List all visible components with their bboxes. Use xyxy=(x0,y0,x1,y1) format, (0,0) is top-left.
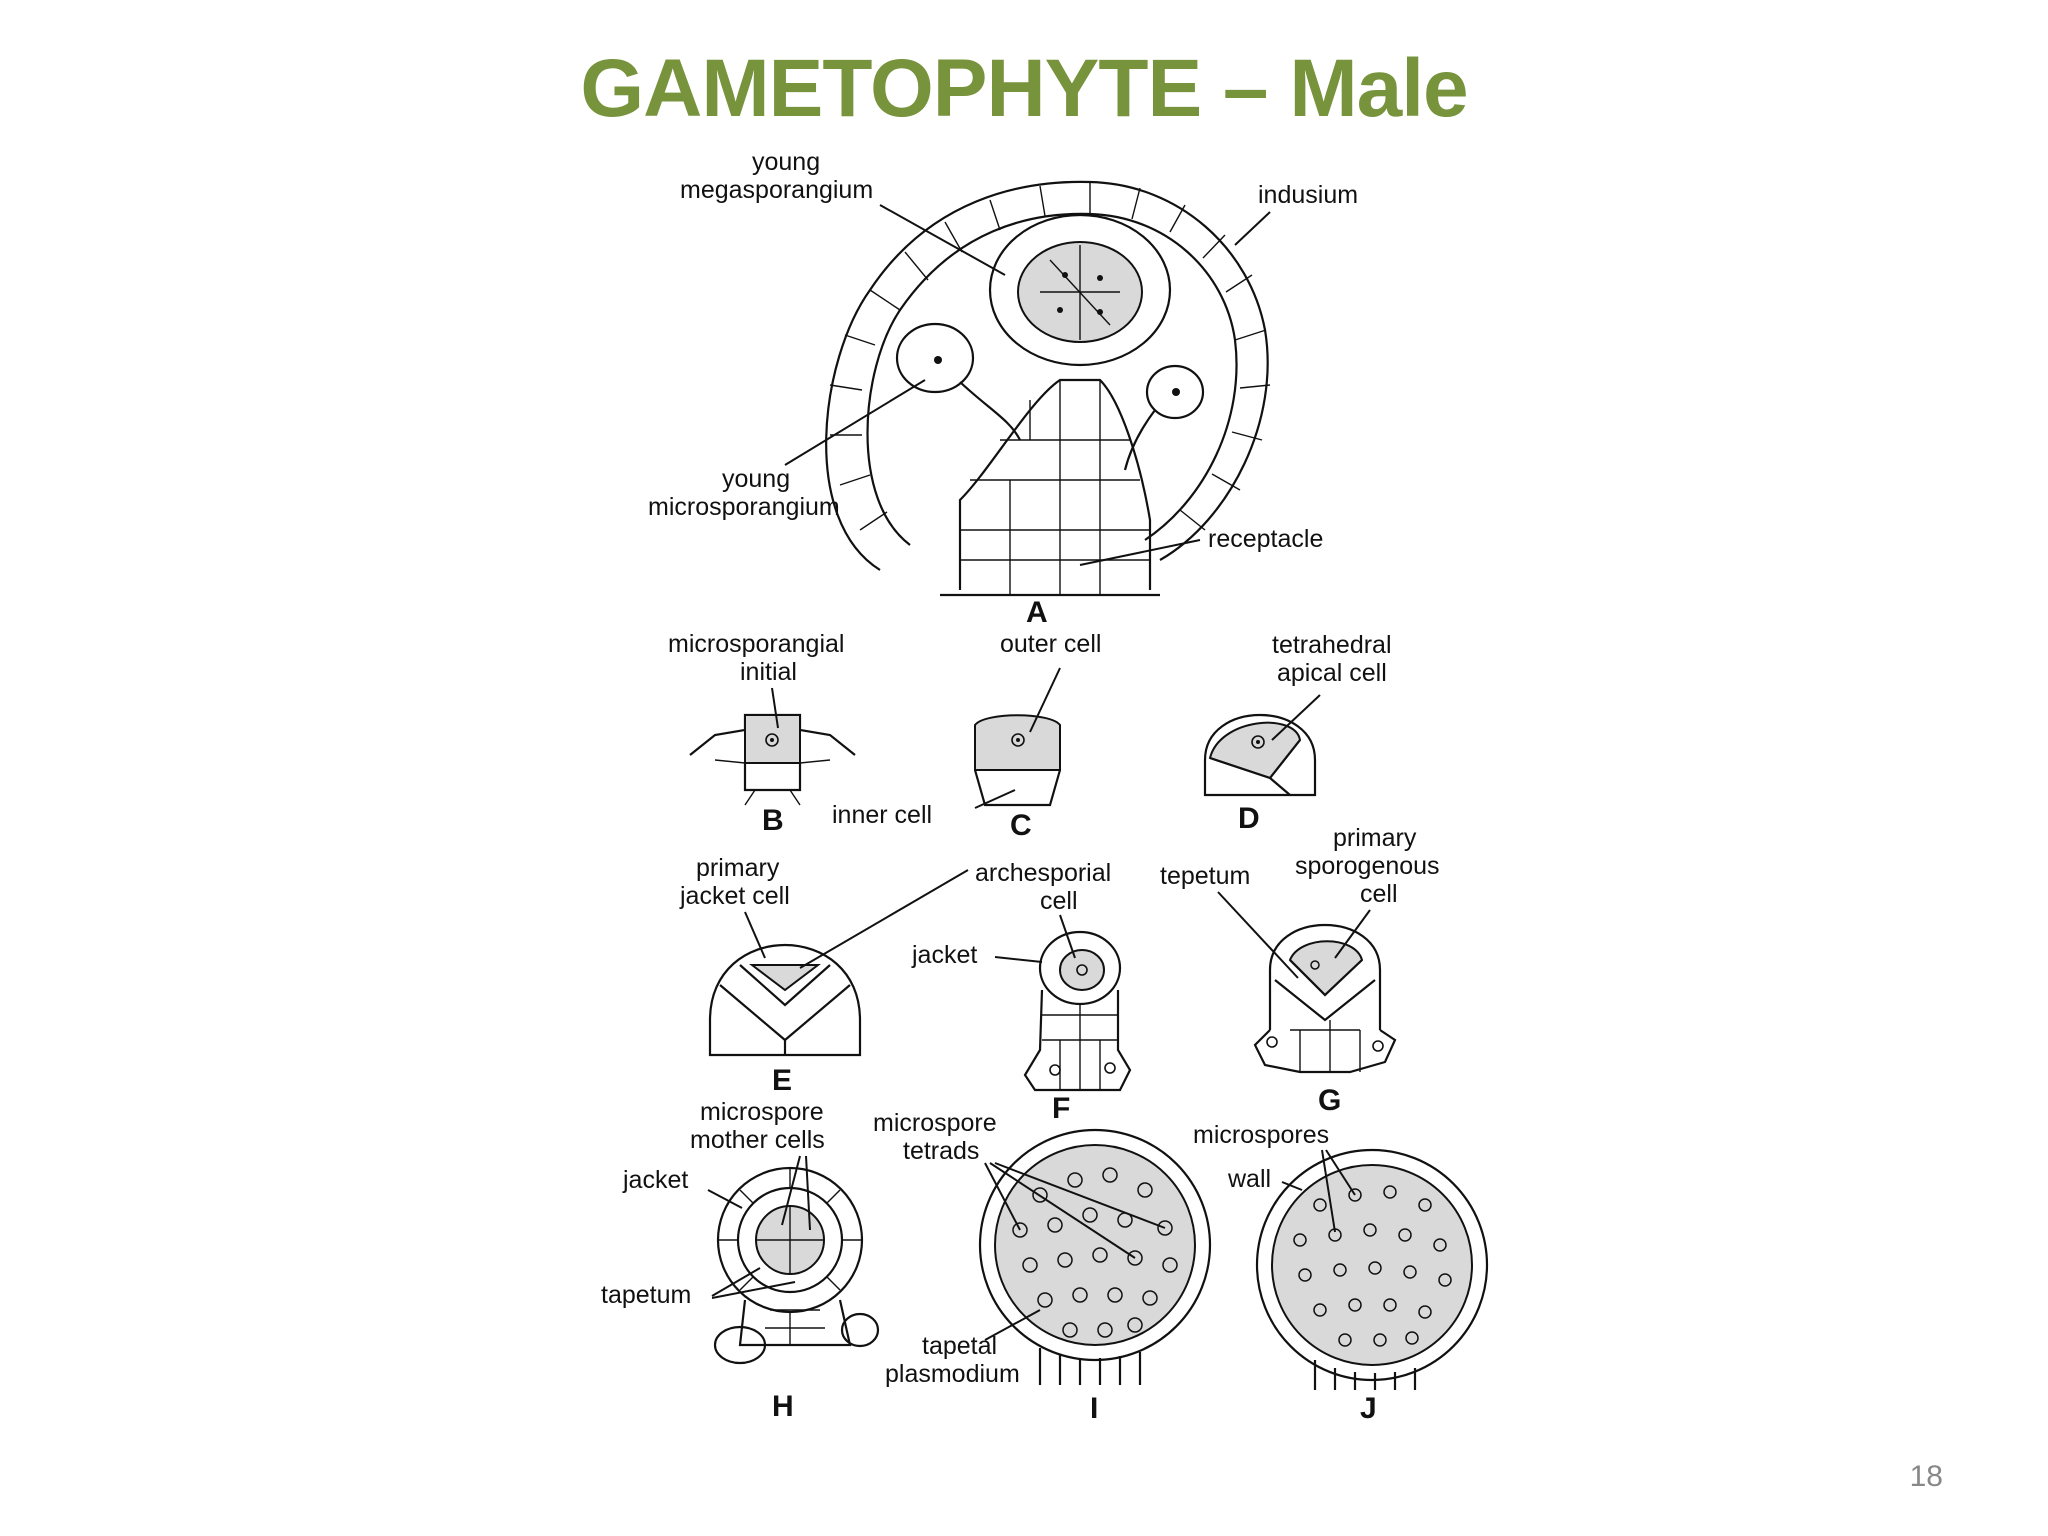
figure-letter-d: D xyxy=(1238,802,1260,835)
label-young-megasporangium-line2: megasporangium xyxy=(680,176,873,204)
leader-microsporangial-initial xyxy=(771,687,779,729)
label-jacket-h: jacket xyxy=(622,1166,688,1194)
figure-letter-j: J xyxy=(1360,1392,1377,1425)
label-tapetum: tapetum xyxy=(601,1281,691,1309)
leader-primary-sporogenous-cell xyxy=(1334,909,1371,959)
label-microspore-mother-cells-line2: mother cells xyxy=(690,1126,825,1154)
label-microspores: microspores xyxy=(1193,1121,1329,1149)
leader-archesporial-cell-f xyxy=(1059,914,1076,959)
label-microspore-mother-cells-line1: microspore xyxy=(700,1098,824,1126)
leader-primary-jacket-cell xyxy=(744,911,766,959)
label-microsporangial-initial-line1: microsporangial xyxy=(668,630,844,658)
leader-tetrads-1 xyxy=(984,1162,1021,1231)
label-tapetal-plasmodium-line1: tapetal xyxy=(922,1332,997,1360)
label-primary-jacket-cell-line1: primary xyxy=(696,854,780,882)
label-archesporial-cell-line2: cell xyxy=(1040,887,1078,915)
label-wall: wall xyxy=(1227,1165,1271,1193)
figure-c: outer cell inner cell C xyxy=(832,630,1101,842)
figure-g: tepetum primary sporogenous cell G xyxy=(1160,824,1440,1117)
young-microsporangium-left xyxy=(895,322,1021,441)
label-primary-sporogenous-cell-line2: sporogenous xyxy=(1295,852,1440,880)
figure-h: microspore mother cells jacket tapetum H xyxy=(601,1098,880,1423)
figure-e: primary jacket cell E xyxy=(679,854,862,1097)
leader-tapetum-1 xyxy=(711,1267,761,1297)
leader-jacket-h xyxy=(707,1189,743,1209)
figure-letter-a: A xyxy=(1026,596,1048,629)
label-receptacle: receptacle xyxy=(1208,525,1323,553)
label-jacket-f: jacket xyxy=(911,941,977,969)
leader-tapetal-plasmodium xyxy=(984,1309,1041,1341)
figure-d: tetrahedral apical cell D xyxy=(1203,631,1392,835)
slide-number: 18 xyxy=(1909,1460,1943,1493)
label-primary-sporogenous-cell-line3: cell xyxy=(1360,880,1398,908)
leader-microspores-2 xyxy=(1325,1149,1356,1196)
leader-mother-cells-2 xyxy=(805,1155,811,1231)
label-tetrahedral-apical-cell-line1: tetrahedral xyxy=(1272,631,1392,659)
figure-b: microsporangial initial B xyxy=(668,630,856,837)
leader-tetrads-3 xyxy=(994,1162,1166,1229)
figure-letter-f: F xyxy=(1052,1092,1070,1125)
figure-letter-c: C xyxy=(1010,809,1032,842)
slide-title: GAMETOPHYTE – Male xyxy=(580,43,1468,134)
leader-tapetum-2 xyxy=(711,1281,796,1299)
leader-mother-cells-1 xyxy=(781,1155,801,1226)
label-primary-sporogenous-cell-line1: primary xyxy=(1333,824,1417,852)
leader-tetrads-2 xyxy=(989,1162,1136,1259)
label-tepetum: tepetum xyxy=(1160,862,1250,890)
label-young-microsporangium-line1: young xyxy=(722,465,790,493)
label-young-megasporangium-line1: young xyxy=(752,148,820,176)
leader-tepetum xyxy=(1217,891,1299,979)
leader-archesporial-cell-e xyxy=(799,869,969,969)
indusium-ring xyxy=(825,180,1271,571)
leader-receptacle xyxy=(1079,539,1201,566)
leader-young-megasporangium xyxy=(879,204,1006,276)
label-outer-cell: outer cell xyxy=(1000,630,1101,658)
label-indusium: indusium xyxy=(1258,181,1358,209)
young-microsporangium-right xyxy=(1123,364,1205,471)
label-primary-jacket-cell-line2: jacket cell xyxy=(679,882,790,910)
leader-inner-cell xyxy=(974,789,1016,809)
leader-outer-cell xyxy=(1029,667,1061,733)
figure-a-sorus: young megasporangium indusium young micr… xyxy=(648,148,1358,629)
young-megasporangium xyxy=(988,213,1172,367)
figure-letter-i: I xyxy=(1090,1392,1098,1425)
figure-f: archesporial cell jacket F xyxy=(799,859,1132,1125)
figure-letter-e: E xyxy=(772,1064,792,1097)
leader-young-microsporangium xyxy=(784,379,926,466)
figure-letter-b: B xyxy=(762,804,784,837)
leader-jacket-f xyxy=(994,956,1043,963)
figure-letter-g: G xyxy=(1318,1084,1341,1117)
figure-i: microspore tetrads tapetal plasmodium I xyxy=(873,1109,1212,1425)
label-inner-cell: inner cell xyxy=(832,801,932,829)
label-microspore-tetrads-line1: microspore xyxy=(873,1109,997,1137)
figure-j: microspores wall J xyxy=(1193,1121,1489,1425)
leader-microspores-1 xyxy=(1321,1149,1336,1233)
label-tapetal-plasmodium-line2: plasmodium xyxy=(885,1360,1020,1388)
figure-letter-h: H xyxy=(772,1390,794,1423)
leader-tetrahedral-apical-cell xyxy=(1271,694,1321,741)
leader-wall xyxy=(1281,1181,1303,1191)
label-microsporangial-initial-line2: initial xyxy=(740,658,797,686)
label-young-microsporangium-line2: microsporangium xyxy=(648,493,840,521)
receptacle-tissue xyxy=(940,378,1160,597)
leader-indusium xyxy=(1234,211,1271,246)
label-tetrahedral-apical-cell-line2: apical cell xyxy=(1277,659,1387,687)
label-archesporial-cell-line1: archesporial xyxy=(975,859,1111,887)
label-microspore-tetrads-line2: tetrads xyxy=(903,1137,979,1165)
